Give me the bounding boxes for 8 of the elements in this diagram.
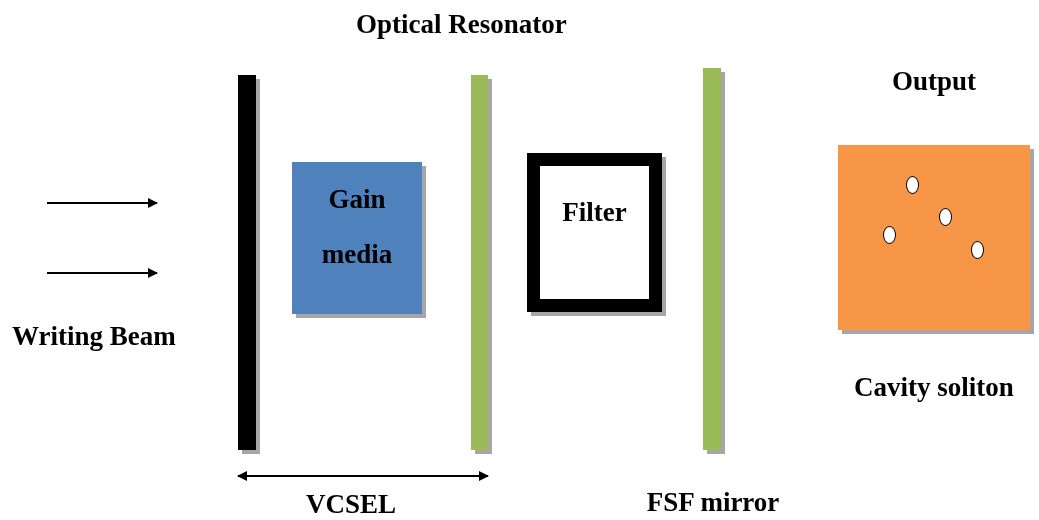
- dimension-label: VCSEL: [306, 490, 397, 520]
- output-heading: Output: [890, 67, 977, 97]
- block-label: Gain media: [320, 183, 394, 271]
- beam-label: Writing Beam: [12, 322, 176, 352]
- mirror-label: FSF mirror: [645, 488, 781, 518]
- diagram-title: Optical Resonator: [356, 10, 567, 40]
- output-caption: Cavity soliton: [853, 373, 1015, 403]
- block-label: Filter: [561, 198, 628, 228]
